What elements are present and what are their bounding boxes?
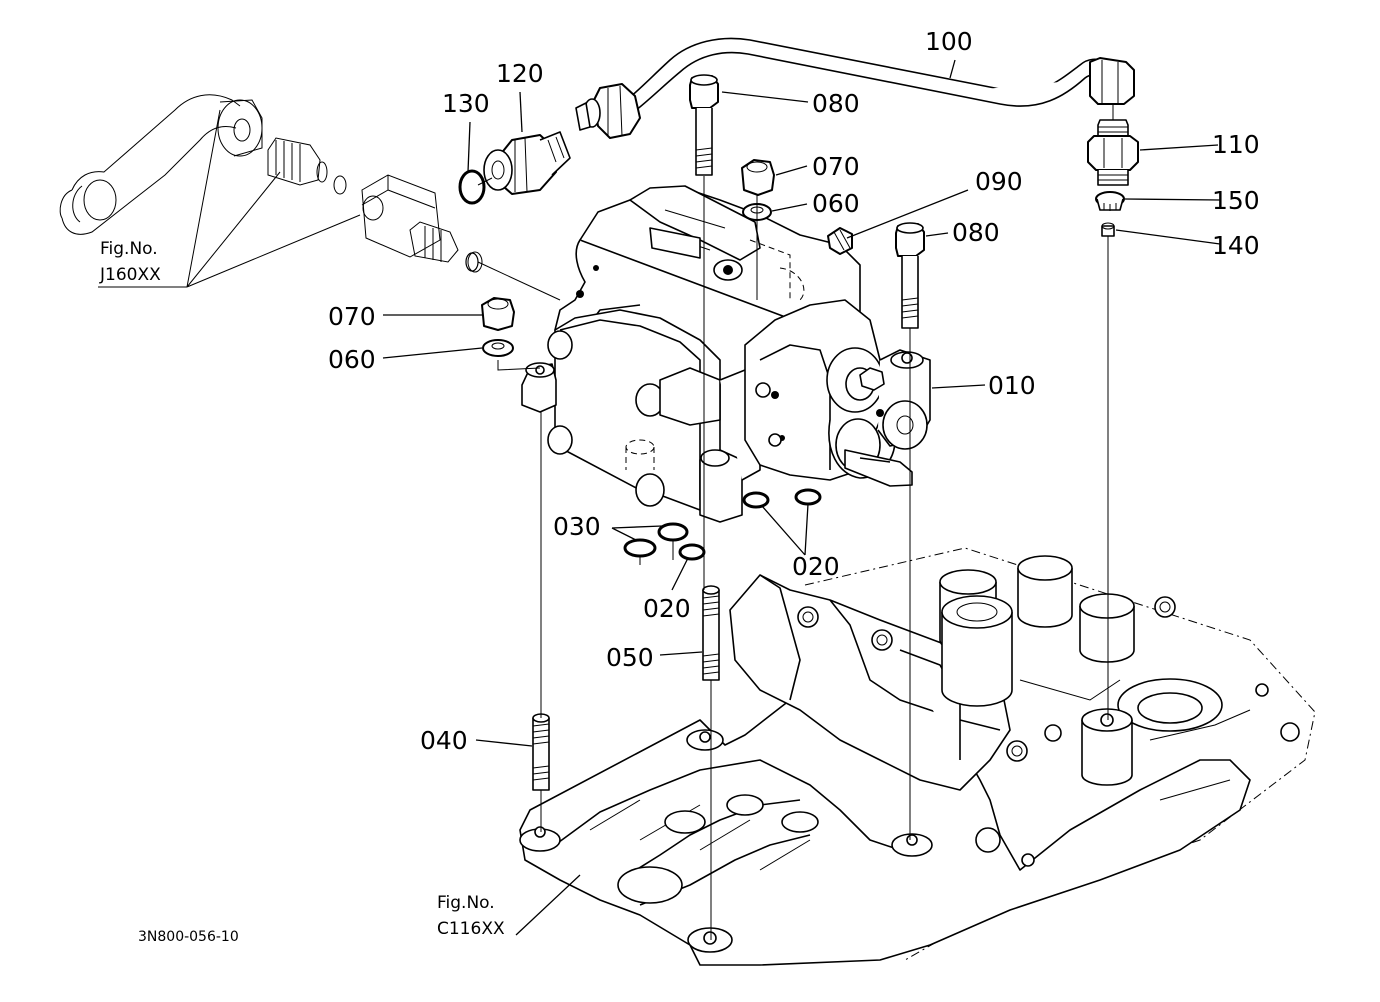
label-070-left: 070 [328, 302, 376, 331]
transmission-case-housing [519, 547, 1316, 966]
nut-070-upper [741, 159, 775, 196]
label-010: 010 [988, 371, 1036, 400]
o-ring-020-a [678, 543, 706, 561]
o-ring-020-b [742, 491, 770, 509]
orifice-140 [1101, 222, 1115, 237]
label-040: 040 [420, 726, 468, 755]
phantom-pipe-assembly [59, 94, 483, 288]
bolt-080-right [895, 222, 925, 329]
ref-c-line1: Fig.No. [437, 893, 495, 913]
label-060-top: 060 [812, 189, 860, 218]
leader-lines [382, 59, 1221, 936]
label-070-top: 070 [812, 152, 860, 181]
ref-j-line1: Fig.No. [100, 239, 158, 259]
label-120: 120 [496, 59, 544, 88]
plug-090 [827, 227, 853, 255]
label-090: 090 [975, 167, 1023, 196]
o-ring-030-b [657, 522, 689, 542]
figure-reference-j160xx: Fig.No. J160XX [98, 239, 187, 288]
label-110: 110 [1212, 130, 1260, 159]
label-060-left: 060 [328, 345, 376, 374]
label-050: 050 [606, 643, 654, 672]
stud-040 [532, 713, 550, 791]
o-ring-030-a [623, 538, 657, 558]
assembly-axis-lines [477, 104, 1114, 940]
label-150: 150 [1212, 186, 1260, 215]
nut-070-left [481, 297, 515, 331]
bolt-080-left [689, 74, 719, 176]
stud-050 [702, 585, 720, 681]
label-100: 100 [925, 27, 973, 56]
valve-assembly-010 [521, 185, 931, 523]
label-140: 140 [1212, 231, 1260, 260]
ring-150 [1095, 191, 1125, 211]
label-020-left: 020 [643, 594, 691, 623]
part-labels: 100 120 130 080 070 060 090 080 110 150 … [328, 27, 1260, 755]
label-030: 030 [553, 512, 601, 541]
washer-060-left [482, 339, 514, 357]
adapter-120 [483, 131, 571, 195]
drawing-code: 3N800-056-10 [138, 929, 239, 945]
label-130: 130 [442, 89, 490, 118]
label-020-right: 020 [792, 552, 840, 581]
o-ring-020-c [794, 488, 822, 506]
fitting-110 [1087, 119, 1139, 186]
o-ring-130 [458, 169, 486, 205]
ref-j-line2: J160XX [99, 265, 161, 285]
figure-reference-c116xx: Fig.No. C116XX [437, 893, 505, 939]
ref-c-line2: C116XX [437, 919, 505, 939]
label-080-top: 080 [812, 89, 860, 118]
pipe-100 [575, 37, 1135, 139]
label-080-right: 080 [952, 218, 1000, 247]
